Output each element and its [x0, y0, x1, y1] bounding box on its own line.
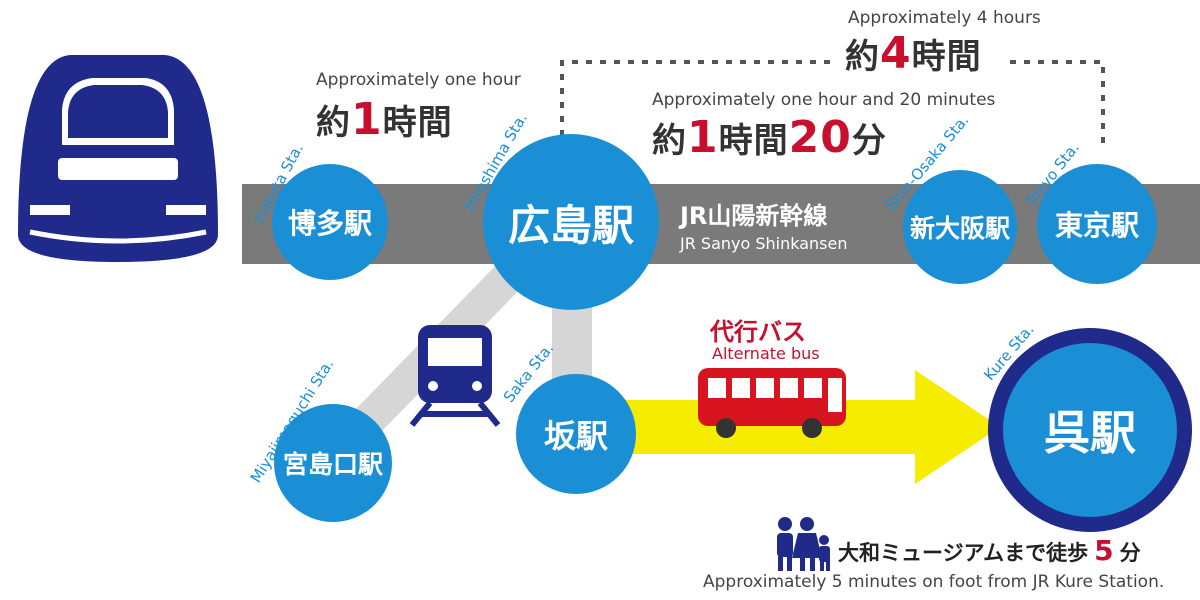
walk-unit: 分 — [1119, 541, 1141, 565]
time-number: 1 — [687, 112, 719, 163]
walk-time-en: Approximately 5 minutes on foot from JR … — [703, 572, 1165, 592]
time-hakata-hiroshima-jp: 約1時間 — [316, 94, 453, 145]
time-prefix: 約 — [316, 103, 351, 143]
time-unit-minutes: 分 — [851, 121, 887, 161]
time-hakata-hiroshima-en: Approximately one hour — [316, 70, 521, 90]
walk-prefix: 大和ミュージアムまで徒歩 — [838, 541, 1089, 565]
line-name-jp: JR山陽新幹線 — [680, 202, 828, 230]
time-hiroshima-tokyo-jp: 約4時間 — [845, 28, 982, 79]
station-hiroshima[interactable]: 広島駅 — [483, 134, 659, 310]
station-saka[interactable]: 坂駅 — [516, 374, 636, 494]
bus-icon — [698, 368, 846, 438]
time-prefix: 約 — [845, 37, 880, 77]
time-unit-hours: 時間 — [718, 121, 789, 161]
family-walking-icon — [777, 517, 830, 571]
line-name-en: JR Sanyo Shinkansen — [680, 234, 848, 253]
station-kure[interactable]: 呉駅 — [1003, 343, 1177, 517]
shinkansen-train-icon — [18, 55, 218, 262]
station-hakata[interactable]: 博多駅 — [272, 164, 388, 280]
bus-label-jp: 代行バス — [710, 318, 806, 346]
station-shinosaka[interactable]: 新大阪駅 — [903, 170, 1017, 284]
time-hiroshima-shinosaka-en: Approximately one hour and 20 minutes — [652, 90, 996, 110]
walk-number: 5 — [1094, 534, 1114, 567]
time-unit: 時間 — [911, 37, 982, 77]
time-number: 4 — [880, 28, 912, 79]
time-hiroshima-shinosaka-jp: 約1時間20分 — [652, 112, 887, 163]
time-unit: 時間 — [382, 103, 453, 143]
time-number-minutes: 20 — [788, 112, 852, 163]
local-train-icon — [409, 325, 501, 427]
station-miyajimaguchi[interactable]: 宮島口駅 — [274, 404, 392, 522]
time-number: 1 — [351, 94, 383, 145]
time-hiroshima-tokyo-en: Approximately 4 hours — [848, 8, 1041, 28]
tokyo-time-bracket — [560, 60, 1105, 150]
time-prefix: 約 — [652, 121, 687, 161]
bus-label-en: Alternate bus — [712, 344, 820, 363]
station-tokyo[interactable]: 東京駅 — [1037, 164, 1157, 284]
